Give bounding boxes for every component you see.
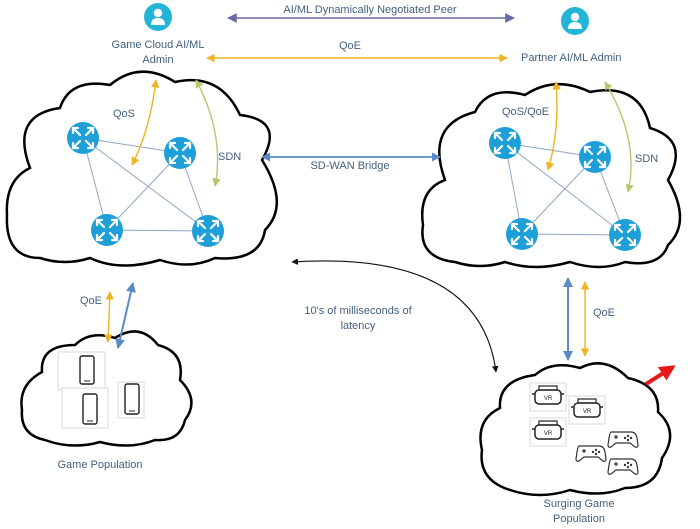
qos-right-arrow: [546, 81, 561, 171]
qoe-top-label: QoE: [338, 40, 361, 52]
sdn-right-arrow: [604, 81, 634, 193]
sdn-left-label: SDN: [218, 151, 242, 163]
router-icon: [607, 217, 643, 253]
qos-left-arrow: [131, 79, 160, 166]
router-icon: [577, 139, 613, 175]
router-icon: [65, 120, 101, 156]
vr-headset-icon: [529, 382, 567, 412]
game-cloud-admin-icon: [144, 3, 172, 31]
qoe-game-label: QoE: [80, 295, 103, 307]
router-icon: [504, 216, 540, 252]
router-icon: [89, 212, 125, 248]
qos-right-label: QoS/QoE: [502, 106, 550, 118]
surging-population-cloud: [479, 362, 672, 497]
link-game-arrow: [115, 282, 136, 349]
phone-icon: [57, 351, 106, 391]
vr-headset-icon: [529, 417, 567, 447]
partner-cloud-shape: [421, 82, 682, 269]
router-icon: [190, 213, 226, 249]
router-icon: [162, 135, 198, 171]
peer-link-label: AI/ML Dynamically Negotiated Peer: [283, 4, 457, 16]
game-population-label: Game Population: [57, 459, 143, 471]
sdn-left-arrow: [195, 79, 221, 187]
phone-icon: [61, 387, 109, 429]
partner-admin-label: Partner AI/ML Admin: [521, 52, 622, 64]
game-cloud-shape: [5, 70, 278, 267]
latency-arrow: [291, 258, 499, 373]
sdwan-label: SD-WAN Bridge: [310, 160, 390, 172]
game-cloud-admin-label: Game Cloud AI/ML Admin: [111, 39, 205, 66]
vr-headset-icon: [568, 395, 606, 425]
phone-icon: [117, 381, 145, 419]
qoe-surge-label: QoE: [593, 307, 616, 319]
qos-left-label: QoS: [113, 108, 136, 120]
latency-label: 10's of milliseconds of latency: [304, 305, 412, 332]
surging-population-label: Surging Game Population: [543, 498, 615, 525]
qoe-game-arrow: [104, 291, 114, 343]
router-icon: [487, 125, 523, 161]
partner-admin-icon: [561, 7, 589, 35]
surge-growth-arrow: [644, 365, 676, 386]
sdn-right-label: SDN: [635, 153, 659, 165]
